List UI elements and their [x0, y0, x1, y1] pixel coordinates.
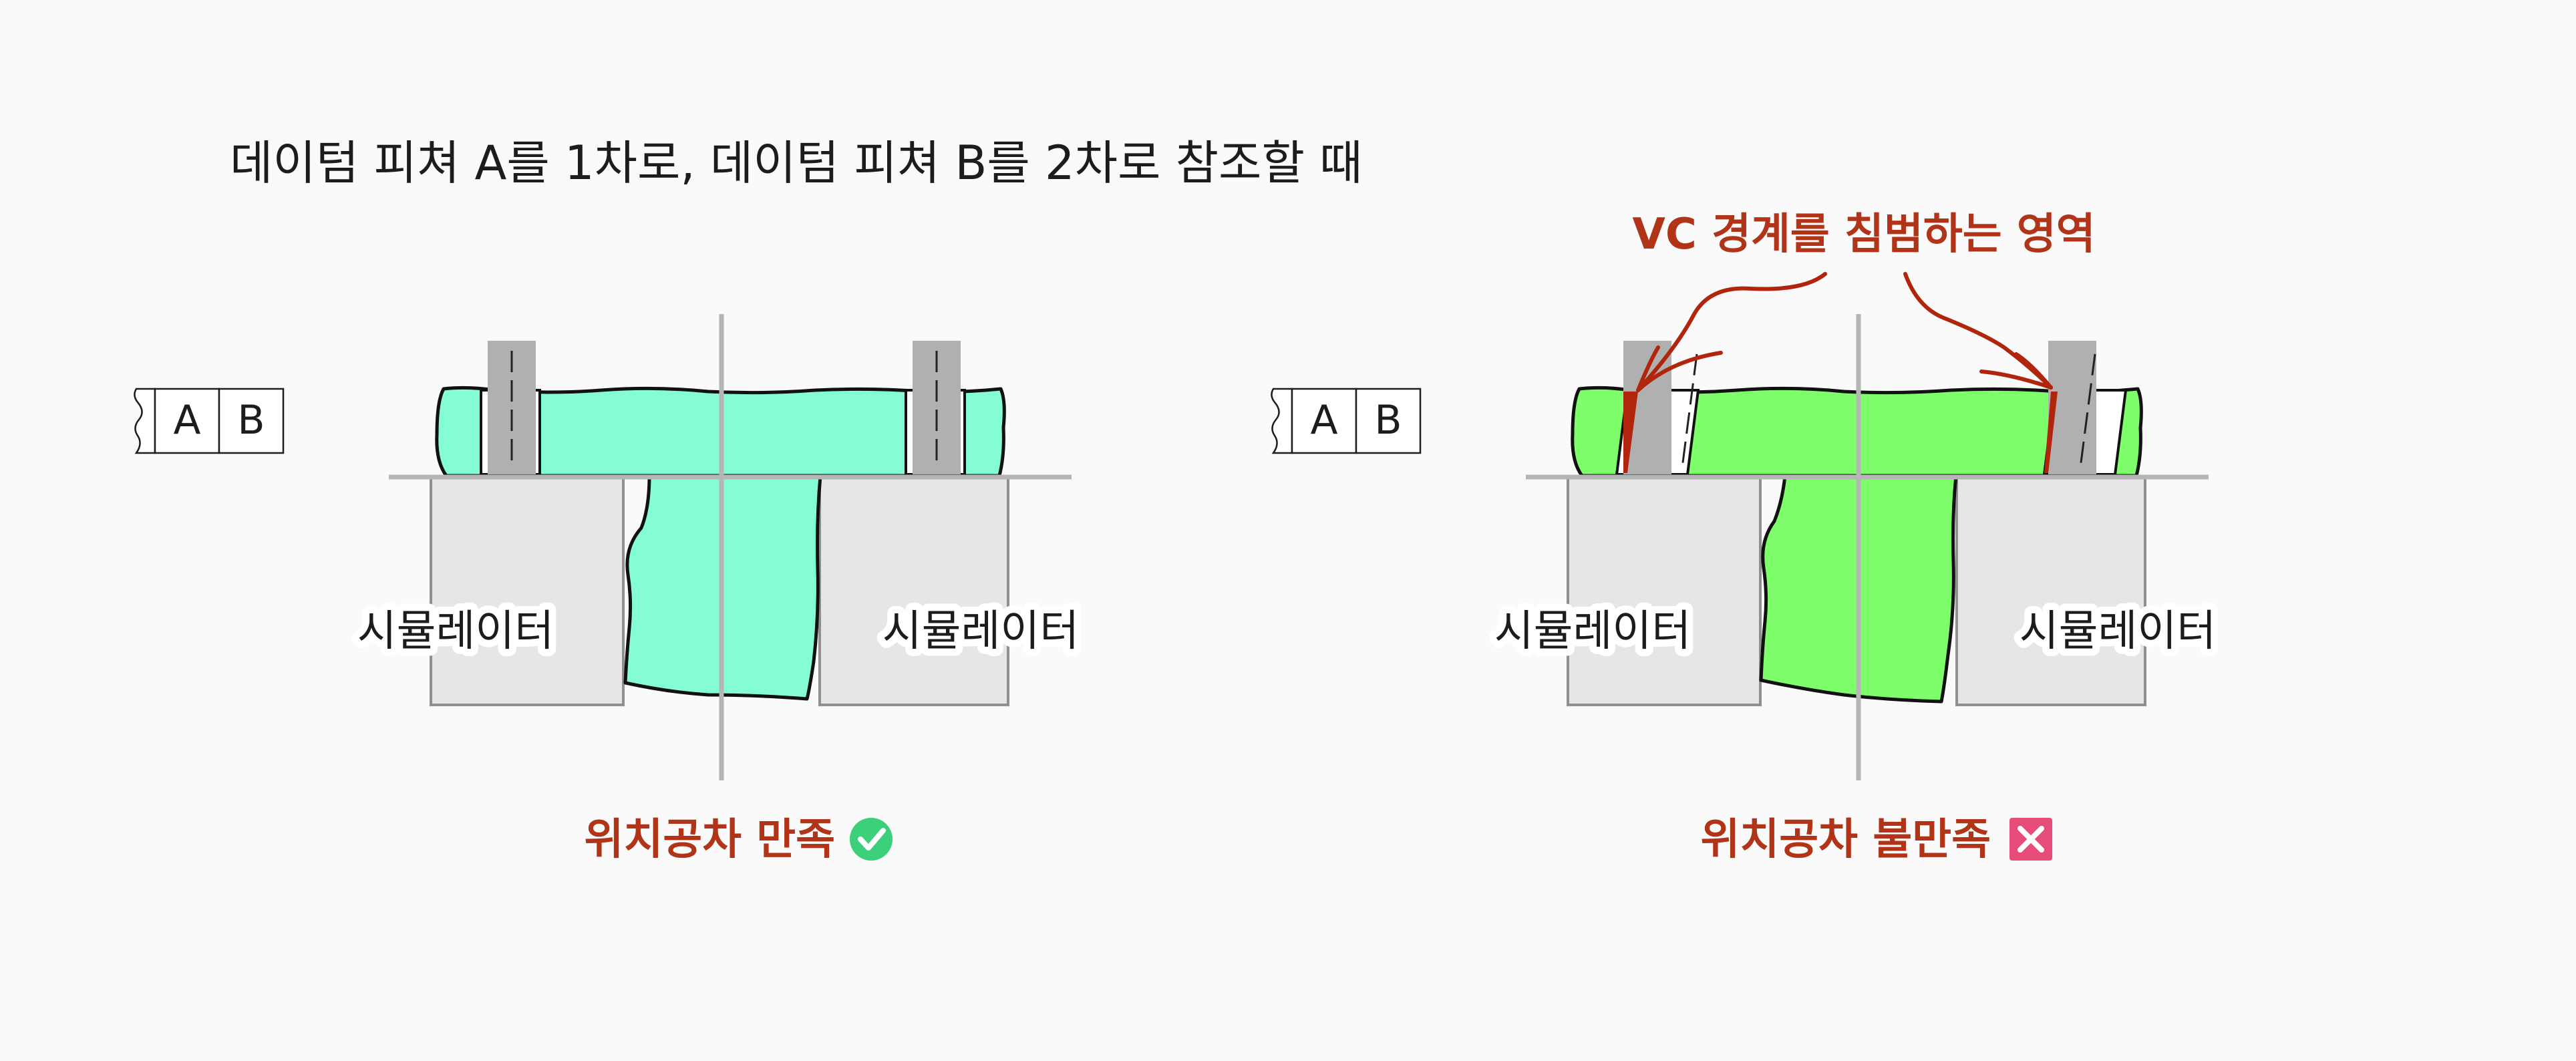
simulator-block-left-b	[818, 476, 1009, 706]
datum-frame-right: A B	[1271, 388, 1422, 454]
simulator-label-right-a: 시뮬레이터	[1494, 607, 1691, 656]
left-panel: A B 시뮬레이터 시뮬레이터 위치공차 만족	[134, 314, 1086, 865]
pin-right-b	[2048, 341, 2096, 474]
violation-zone-right-a	[1623, 392, 1638, 473]
datum-frame-right-cell-a: A	[1310, 397, 1337, 444]
x-square-icon	[2009, 818, 2052, 861]
simulator-label-left-b: 시뮬레이터	[882, 607, 1079, 656]
annotation-vc-boundary: VC 경계를 침범하는 영역	[1632, 210, 2095, 259]
status-text-right: 위치공차 불만족	[1701, 815, 1991, 865]
status-text-left: 위치공차 만족	[584, 815, 835, 865]
simulator-label-right-b: 시뮬레이터	[2020, 607, 2216, 656]
diagram-title: 데이텀 피쳐 A를 1차로, 데이텀 피쳐 B를 2차로 참조할 때	[230, 136, 1363, 190]
simulator-block-right-b	[1955, 476, 2146, 706]
datum-frame-right-cell-b: B	[1374, 397, 1402, 444]
datum-frame-left-cell-b: B	[237, 397, 265, 444]
datum-frame-left: A B	[134, 388, 285, 454]
annotation-arrows	[1636, 272, 2053, 392]
violation-zone-right-b	[2044, 392, 2058, 473]
datum-frame-left-cell-a: A	[173, 397, 200, 444]
check-circle-icon	[850, 818, 893, 861]
simulator-block-left-a	[430, 476, 625, 706]
right-panel: VC 경계를 침범하는 영역 A B	[1271, 210, 2223, 865]
simulator-label-left-a: 시뮬레이터	[357, 607, 554, 656]
simulator-block-right-a	[1567, 476, 1762, 706]
